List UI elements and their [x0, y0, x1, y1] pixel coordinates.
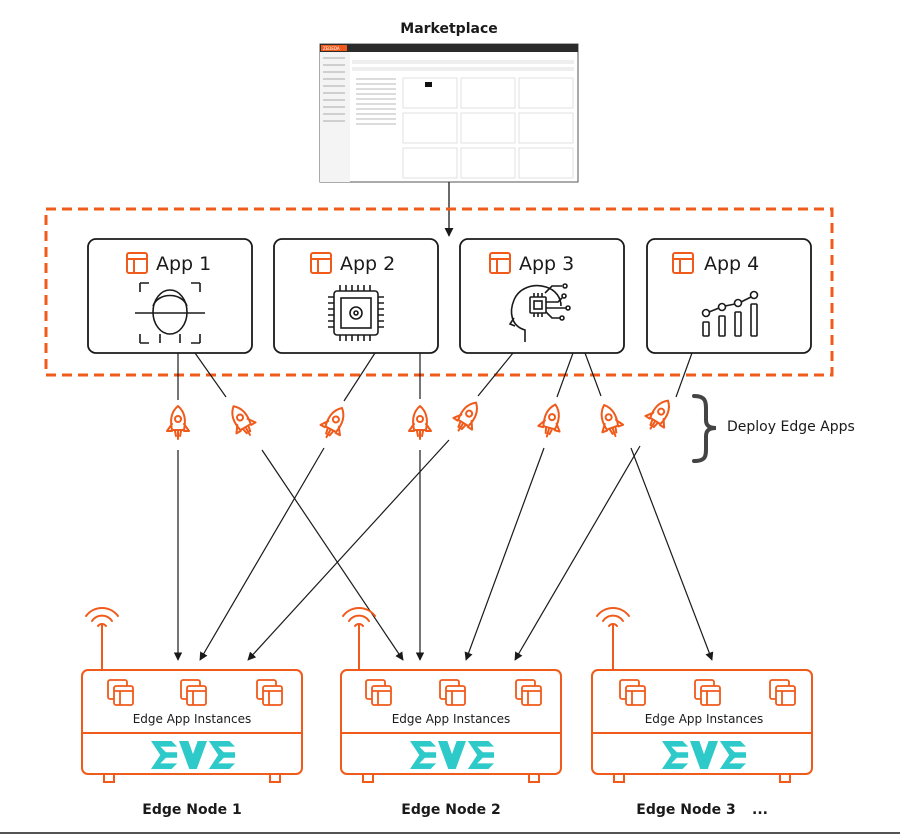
edge-node-3: Edge App Instances Edge Node 3 ... [591, 607, 813, 818]
app-label: App 3 [519, 253, 574, 275]
marketplace-brand: ZEDEDA [323, 46, 340, 51]
instances-label: Edge App Instances [133, 712, 252, 726]
edge-node-1: Edge App Instances Edge Node 1 [81, 607, 303, 818]
node-name: Edge Node 2 [401, 802, 500, 818]
wifi-icon [596, 607, 630, 627]
app-box-1: App 1 [87, 238, 253, 354]
instances-label: Edge App Instances [645, 712, 764, 726]
instances-label: Edge App Instances [392, 712, 511, 726]
node-name: Edge Node 3 [636, 802, 735, 818]
deploy-label: Deploy Edge Apps [727, 419, 855, 435]
node-name: Edge Node 1 [142, 802, 241, 818]
rocket-icon [535, 400, 568, 441]
marketplace-title: Marketplace [400, 21, 497, 37]
rocket-icon [166, 405, 190, 440]
brace-icon [692, 394, 717, 463]
marketplace-screenshot: ZEDEDA [319, 43, 579, 183]
face-scan-icon [135, 282, 205, 344]
app-box-4: App 4 [646, 238, 812, 354]
more-nodes-ellipsis: ... [752, 802, 768, 818]
ai-head-icon [508, 283, 571, 342]
rocket-icon [315, 401, 353, 444]
app-box-2: App 2 [273, 238, 439, 354]
app-label: App 2 [340, 253, 395, 275]
rocket-icon [592, 400, 627, 441]
growth-chart-icon [701, 290, 759, 337]
apps-container [44, 207, 834, 377]
wifi-icon [342, 607, 376, 627]
rockets [166, 393, 679, 444]
deploy-arrows [173, 439, 714, 661]
app-label: App 4 [704, 253, 759, 275]
app-label: App 1 [156, 253, 211, 275]
rocket-icon [222, 399, 261, 442]
wifi-icon [85, 607, 119, 627]
app-to-rocket-lines [177, 352, 693, 402]
rocket-icon [448, 395, 487, 438]
edge-node-2: Edge App Instances Edge Node 2 [340, 607, 562, 818]
chip-icon [328, 285, 384, 341]
app-box-3: App 3 [459, 238, 625, 354]
rocket-icon [408, 405, 432, 440]
rocket-icon [640, 393, 679, 436]
